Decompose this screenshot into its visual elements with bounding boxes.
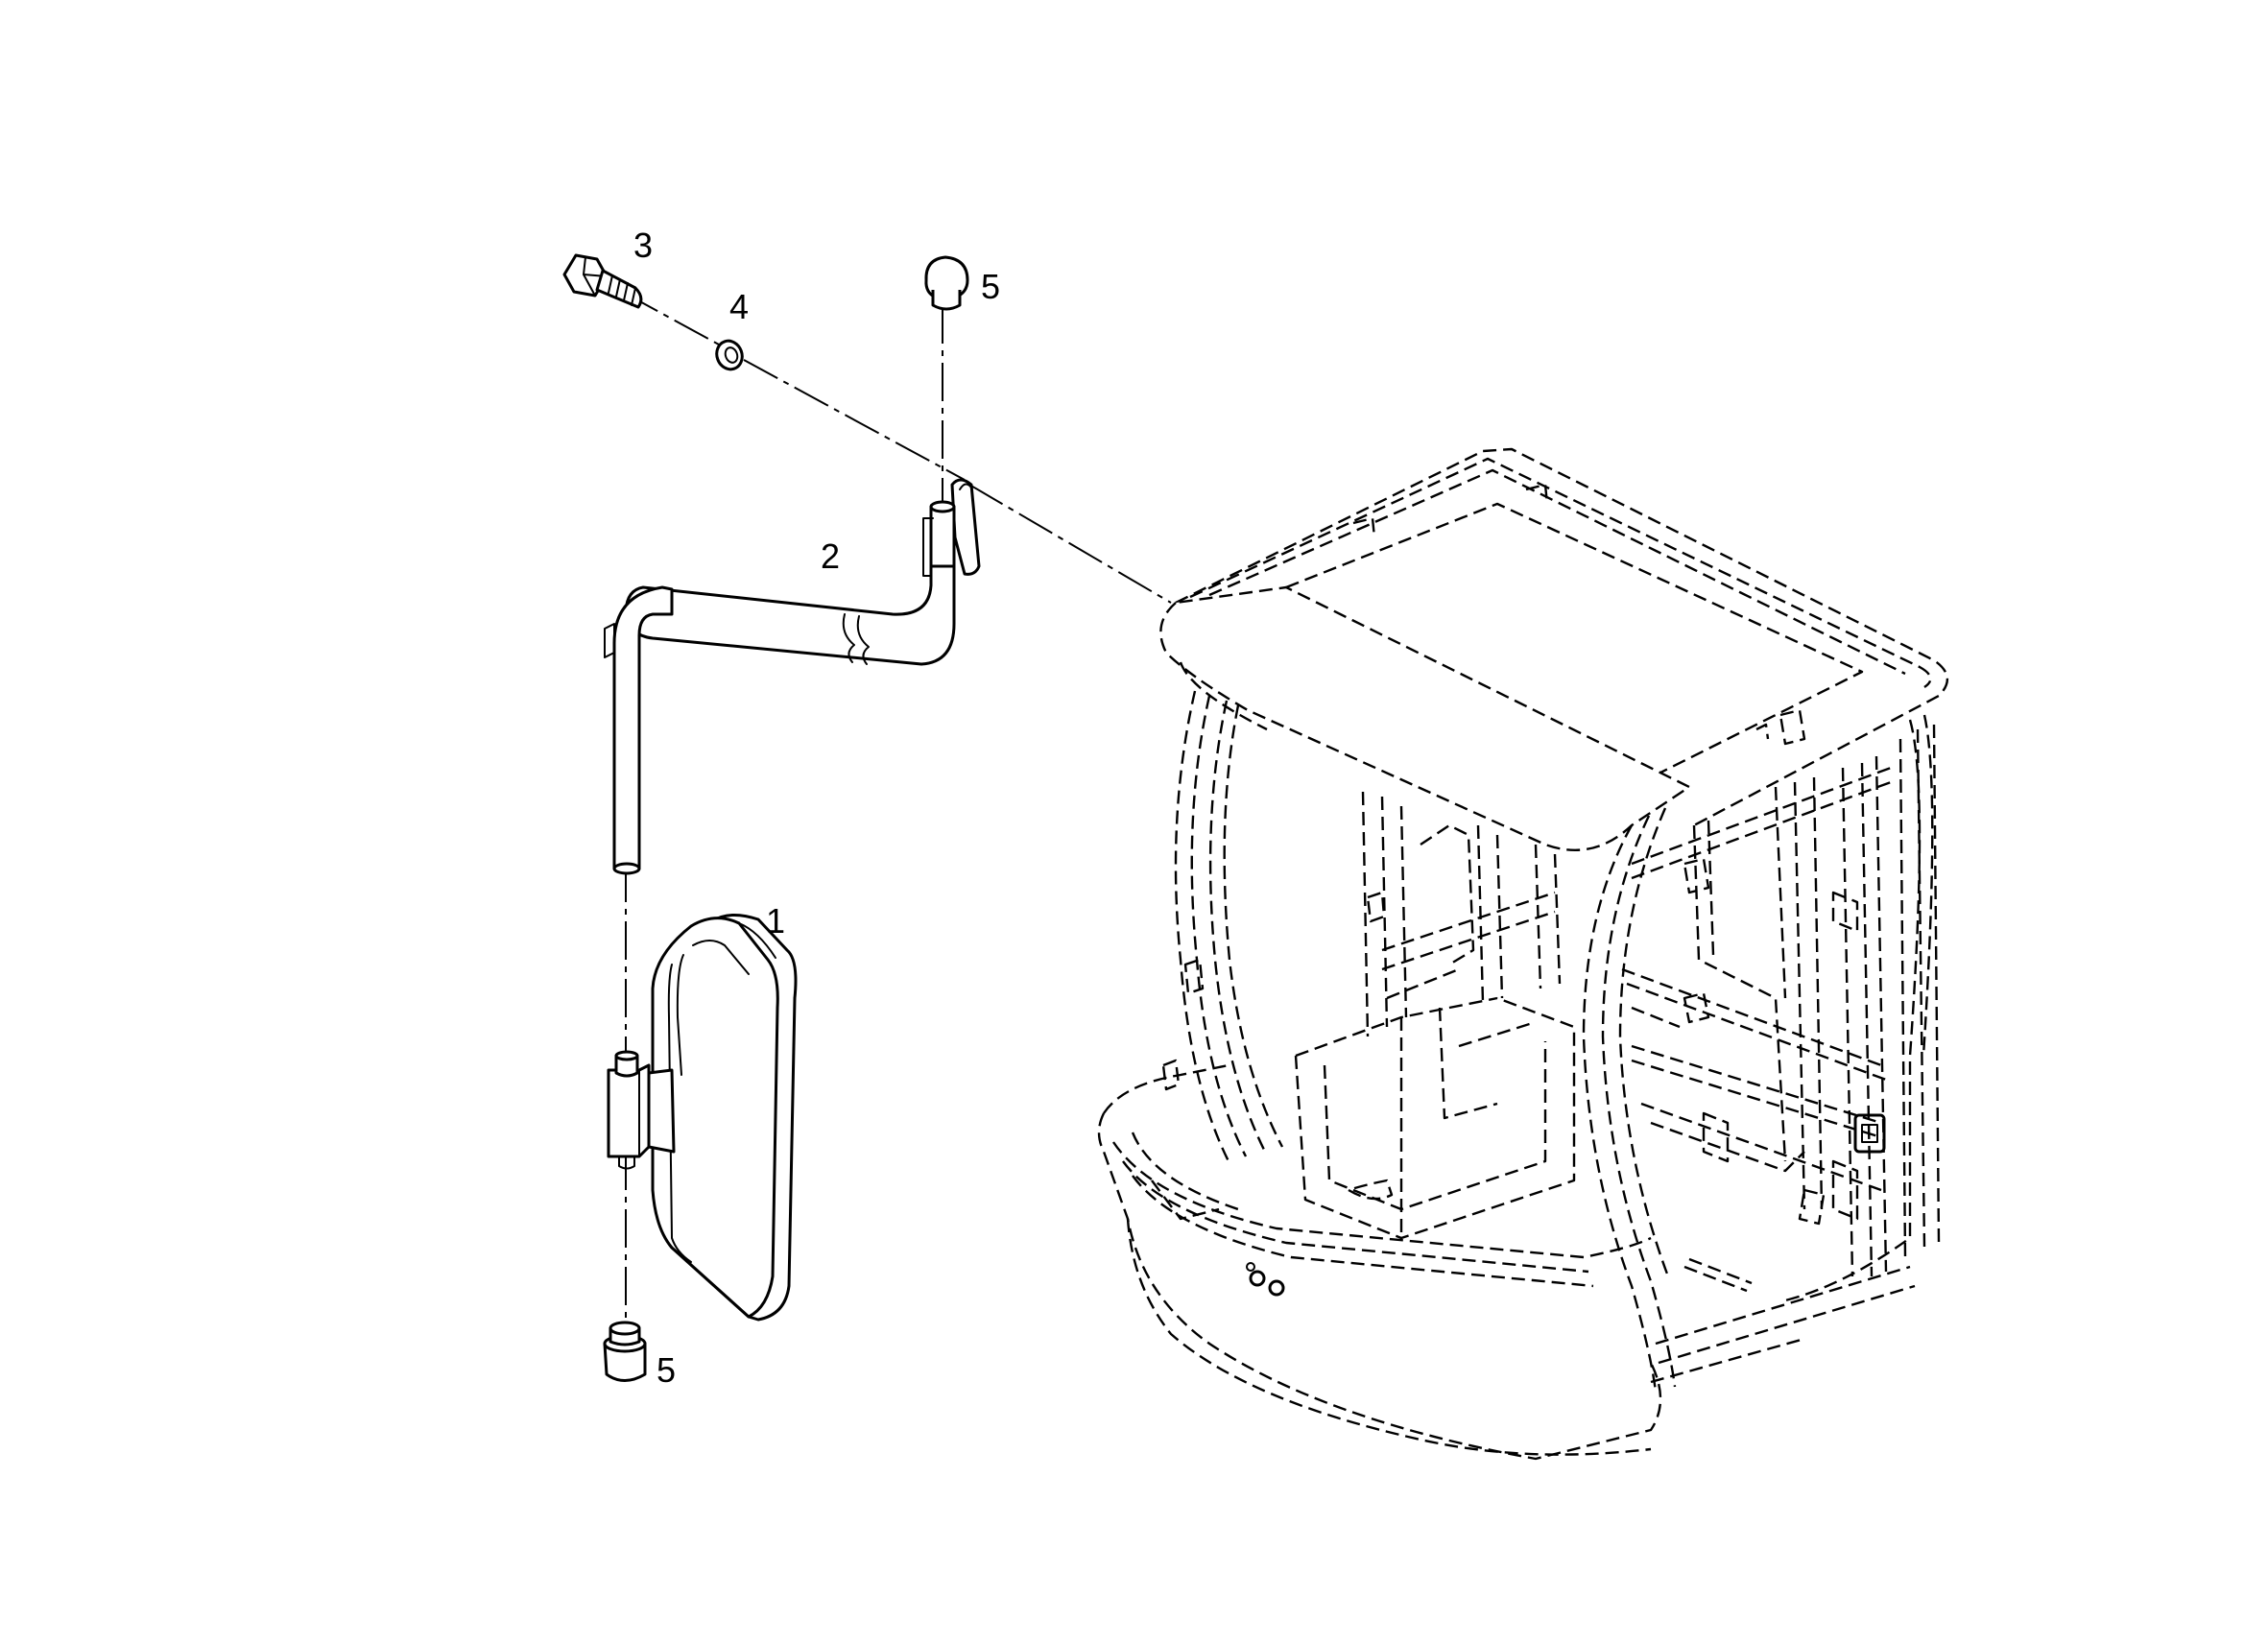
callout-washer: 4: [729, 287, 749, 326]
callout-bracket: 2: [821, 536, 840, 576]
callout-mirror: 1: [766, 901, 785, 941]
cap-icon: [603, 1321, 647, 1382]
mirror-icon: [607, 914, 798, 1322]
callout-labels: 1 2 3 4 5 5: [633, 226, 1000, 1390]
washer-icon: [715, 339, 744, 371]
callout-cap-top: 5: [981, 267, 1000, 306]
callout-cap-bottom: 5: [657, 1350, 676, 1390]
mirror-bracket-icon: [604, 478, 981, 875]
bolt-icon: [562, 253, 643, 309]
callout-bolt: 3: [633, 226, 653, 265]
operator-cab-icon: [1097, 447, 1948, 1461]
cap-icon: [924, 255, 969, 311]
